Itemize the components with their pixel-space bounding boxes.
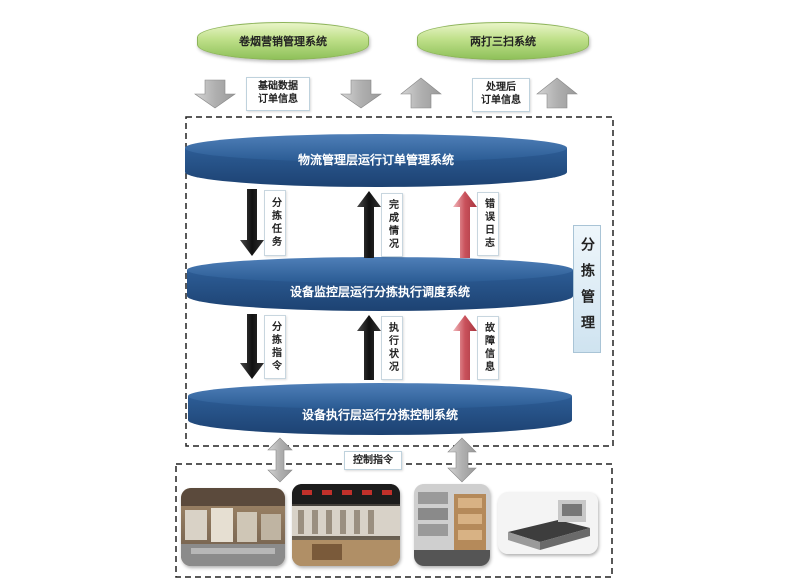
- gray-arrow-down-mid: [340, 79, 382, 109]
- label-completion: 完成情况: [381, 193, 403, 257]
- label-sort-command: 分拣指令: [264, 315, 286, 379]
- label-exec-status: 执行状况: [381, 316, 403, 380]
- photo-sorting-line-2: [292, 484, 400, 566]
- photo-sorting-machine: [498, 492, 598, 554]
- photo-sorting-line-1: [181, 488, 285, 566]
- label-fault-info: 故障信息: [477, 316, 499, 380]
- layer-disk-logistics: [185, 134, 567, 187]
- bidirectional-arrow-left: [267, 437, 293, 483]
- arrow-up-completion: [357, 191, 381, 258]
- equipment-frame: [175, 463, 613, 578]
- arrow-up-exec-status: [357, 315, 381, 380]
- arrow-down-sort-task: [240, 189, 264, 256]
- label-error-log: 错误日志: [477, 192, 499, 256]
- gray-arrow-up-mid: [400, 77, 442, 109]
- layer-logistics-label: 物流管理层运行订单管理系统: [297, 153, 454, 167]
- gray-arrow-up-right: [536, 77, 578, 109]
- label-processed-orders: 处理后 订单信息: [472, 78, 530, 112]
- sorting-management-label: 分拣管理: [573, 225, 601, 353]
- gray-arrow-down-left: [194, 79, 236, 109]
- bidirectional-arrow-right: [447, 437, 477, 483]
- photo-sorting-rack: [414, 484, 490, 566]
- layer-execution-label: 设备执行层运行分拣控制系统: [301, 408, 458, 422]
- label-sort-task: 分拣任务: [264, 190, 286, 256]
- arrow-up-error-log: [453, 191, 477, 258]
- label-basic-data-orders: 基础数据 订单信息: [246, 77, 310, 111]
- layer-disk-execution: [188, 383, 572, 435]
- label-control-command: 控制指令: [344, 451, 402, 470]
- system-two-hit-three-scan-label: 两打三扫系统: [470, 35, 536, 48]
- sorting-management-frame: [185, 116, 614, 447]
- system-two-hit-three-scan: 两打三扫系统: [417, 22, 589, 60]
- system-cigarette-marketing: 卷烟营销管理系统: [197, 22, 369, 60]
- arrow-up-fault-info: [453, 315, 477, 380]
- arrow-down-sort-command: [240, 314, 264, 379]
- layer-disk-monitor: [187, 257, 573, 311]
- system-cigarette-marketing-label: 卷烟营销管理系统: [239, 35, 327, 48]
- layer-monitor-label: 设备监控层运行分拣执行调度系统: [289, 285, 470, 299]
